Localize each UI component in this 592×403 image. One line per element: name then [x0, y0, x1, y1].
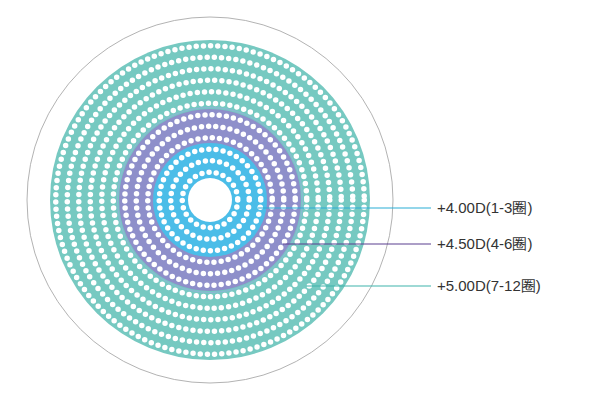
dot-ring	[90, 80, 330, 320]
leader-line	[283, 243, 431, 244]
purple-zone	[119, 109, 301, 291]
power-label: +4.50D(4-6圈)	[437, 235, 532, 253]
blue-zone	[153, 143, 267, 257]
lens-outline	[27, 17, 393, 383]
dot-ring	[136, 126, 284, 274]
leader-line	[258, 207, 431, 208]
dot-rings	[56, 46, 365, 355]
dot-ring	[182, 172, 238, 228]
power-label: +5.00D(7-12圈)	[437, 277, 541, 295]
dot-ring	[148, 138, 273, 263]
leader-line	[306, 285, 431, 286]
power-label: +4.00D(1-3圈)	[437, 199, 532, 217]
teal-zone	[50, 40, 370, 360]
dot-ring	[171, 161, 250, 240]
zone-border	[118, 108, 303, 293]
dot-ring	[67, 57, 353, 343]
dot-ring	[125, 115, 296, 286]
dot-ring	[113, 103, 307, 297]
dot-ring	[56, 46, 365, 355]
dot-ring	[102, 92, 319, 309]
center-clear-zone	[188, 178, 232, 222]
dot-ring	[159, 149, 261, 251]
dot-ring	[79, 69, 342, 332]
